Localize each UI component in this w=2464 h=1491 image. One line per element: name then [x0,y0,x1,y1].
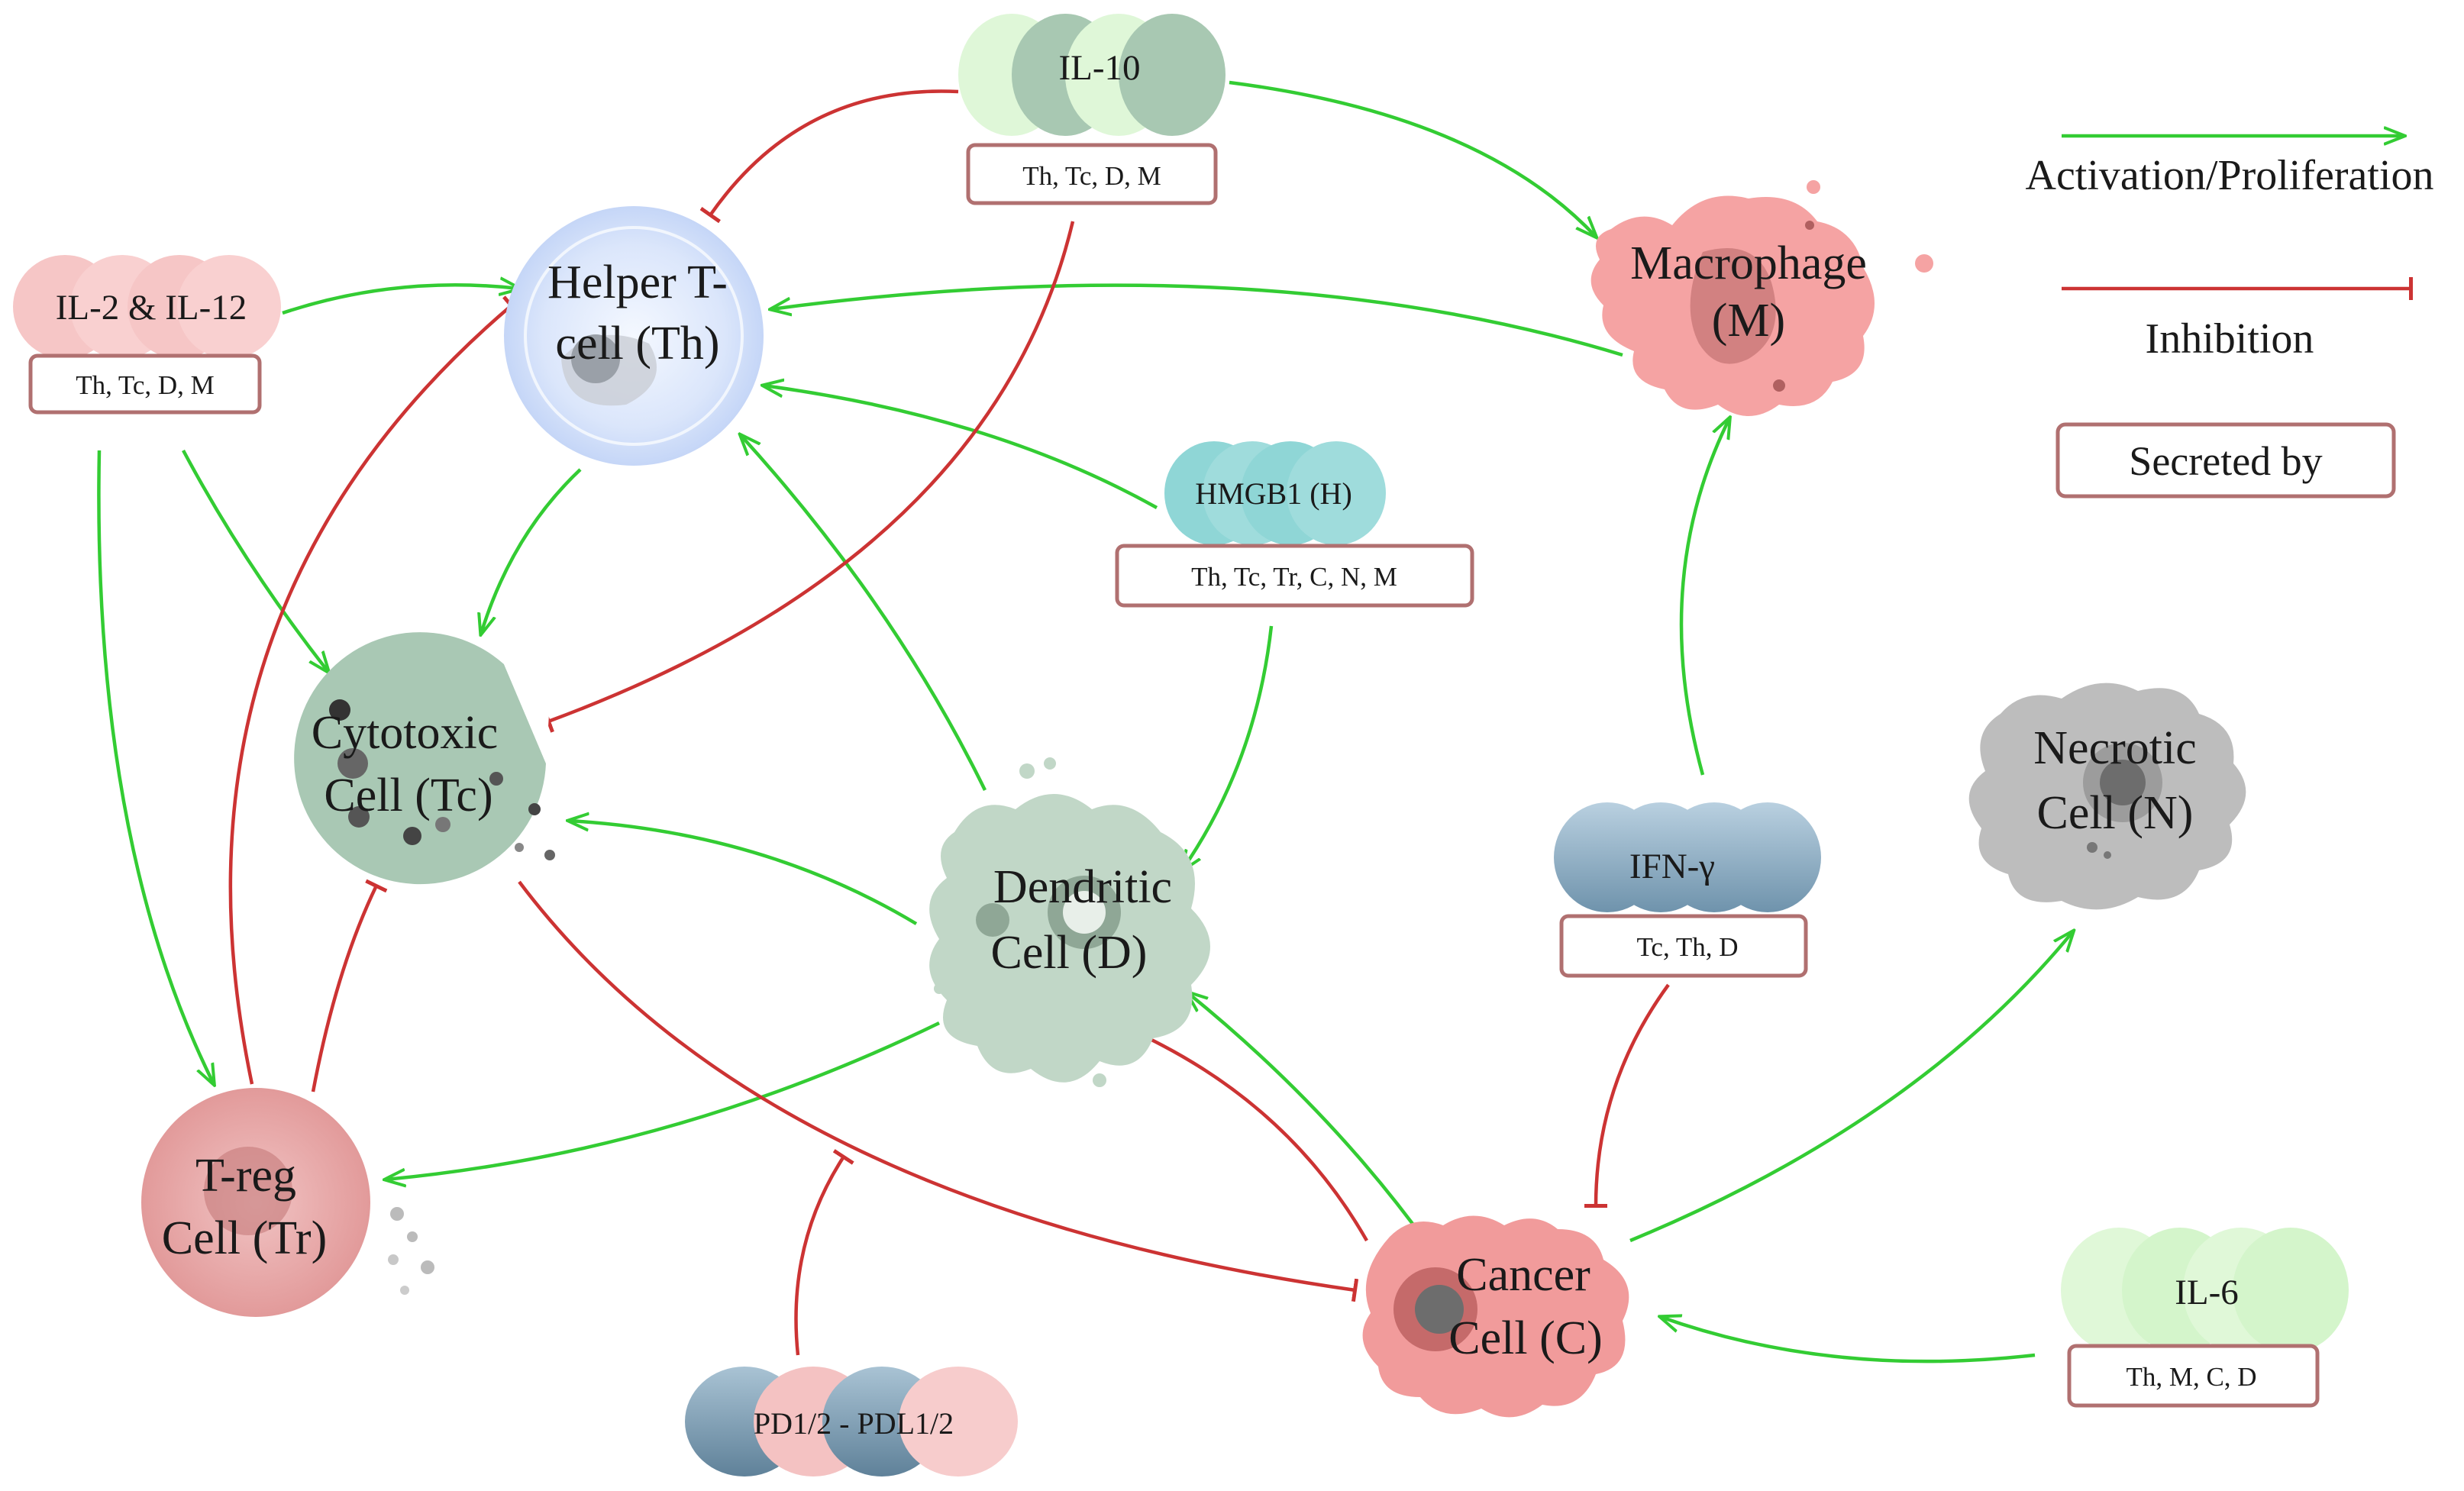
dendritic-cell: Dendritic Cell (D) [929,757,1210,1087]
arrows [97,80,2073,1364]
hmgb1-label: HMGB1 (H) [1195,476,1352,511]
arrow-hmgb1-to-helper [764,386,1158,509]
pd1-label: PD1/2 - PDL1/2 [754,1406,954,1441]
arrow-macrophage-to-helper [771,283,1623,357]
cytotoxic-cell: Cytotoxic Cell (Tc) [294,632,555,885]
hmgb1-secreted-text: Th, Tc, Tr, C, N, M [1191,562,1397,592]
macrophage-label-1: Macrophage [1630,237,1867,289]
inhibit-treg-to-cytotoxic [311,879,388,1092]
legend-activation-label: Activation/Proliferation [2026,152,2434,199]
ifn-label: IFN-γ [1629,847,1715,886]
ifn-secreted-text: Tc, Th, D [1637,932,1739,962]
helper-t-cell: Helper T- cell (Th) [504,206,764,466]
inhibit-pd1-to-dendritic [794,1149,854,1356]
ifn-secreted-box [1559,914,1808,978]
arrow-il10-to-macrophage [1229,80,1596,237]
treg-label-1: T-reg [195,1150,296,1202]
arrow-il6-to-cancer [1661,1317,2036,1364]
cytokine-ifn-gamma: IFN-γ Tc, Th, D [1554,802,1821,978]
treg-cell: T-reg Cell (Tr) [141,1088,434,1317]
arrow-il2-to-helper [282,285,519,315]
macrophage-cell: Macrophage (M) [1590,180,1933,416]
legend-secreted-label: Secreted by [2129,438,2322,484]
legend-inhibition-label: Inhibition [2146,315,2314,363]
legend: Activation/Proliferation Inhibition Secr… [2026,136,2434,499]
dendritic-label-1: Dendritic [993,861,1172,913]
treg-label-2: Cell (Tr) [162,1212,327,1264]
il6-secreted-box [2067,1344,2320,1408]
cytokine-il6: IL-6 Th, M, C, D [2061,1228,2349,1408]
macrophage-label-2: (M) [1712,295,1785,347]
il6-secreted-text: Th, M, C, D [2126,1362,2256,1392]
legend-secreted-box [2055,422,2396,499]
necrotic-cell: Necrotic Cell (N) [1968,683,2246,910]
il10-secreted-text: Th, Tc, D, M [1022,161,1161,191]
helper-label-2: cell (Th) [555,318,719,370]
cytokine-il10: IL-10 Th, Tc, D, M [958,14,1226,205]
arrow-il2-to-treg [97,450,214,1084]
inhibit-cancer-to-dendritic [1138,1025,1368,1242]
cytokine-hmgb1: HMGB1 (H) Th, Tc, Tr, C, N, M [1115,441,1474,608]
arrow-helper-to-cytotoxic [481,468,582,634]
cancer-label-2: Cell (C) [1448,1312,1602,1364]
il10-secreted-box [966,143,1218,205]
arrow-il2-to-cytotoxic [182,449,328,672]
inhibit-treg-to-helper [228,295,521,1085]
necrotic-label-1: Necrotic [2033,722,2196,774]
inhibit-cytotoxic-to-cancer [518,880,1359,1302]
cytokine-pd1-pdl1: PD1/2 - PDL1/2 [685,1367,1018,1476]
il2-il12-secreted-text: Th, Tc, D, M [76,370,215,400]
arrow-dendritic-to-treg [386,1021,940,1180]
arrow-dendritic-to-helper [741,435,987,791]
arrow-dendritic-to-cytotoxic [569,821,918,925]
il10-label: IL-10 [1058,48,1140,88]
arrow-ifn-to-macrophage [1679,418,1729,776]
inhibit-ifn-to-cancer [1584,983,1670,1209]
cancer-cell: Cancer Cell (C) [1362,1215,1629,1418]
helper-label-1: Helper T- [547,257,728,308]
arrow-cancer-to-necrotic [1629,931,2073,1243]
il2-il12-label: IL-2 & IL-12 [56,288,247,328]
cytotoxic-label-2: Cell (Tc) [324,770,492,821]
inhibit-il10-to-cytotoxic [542,221,1075,733]
arrow-hmgb1-to-dendritic [1182,625,1274,870]
hmgb1-secreted-box [1115,544,1474,608]
dendritic-label-2: Cell (D) [991,927,1148,979]
il2-il12-secreted-box [28,353,262,415]
il6-label: IL-6 [2175,1273,2239,1312]
cytokine-il2-il12: IL-2 & IL-12 Th, Tc, D, M [13,255,281,415]
inhibit-il10-to-helper [699,89,959,224]
arrow-cancer-to-dendritic [1187,992,1429,1246]
cancer-label-1: Cancer [1456,1249,1590,1301]
cytotoxic-label-1: Cytotoxic [312,707,499,759]
necrotic-label-2: Cell (N) [2037,787,2194,839]
